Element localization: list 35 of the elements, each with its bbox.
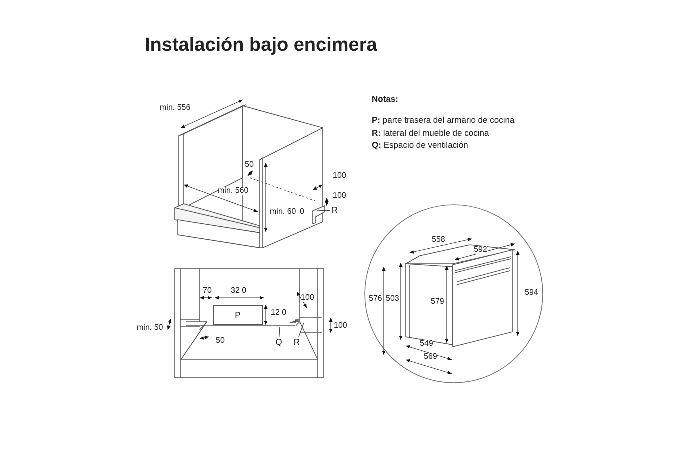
dimension-label: 12 0 [271,309,287,317]
note-text: R: lateral del mueble de cocina [372,129,490,138]
part-letter: R [292,337,302,348]
note-text: P: parte trasera del armario de cocina [372,116,515,124]
dimension-label: min. 556 [160,104,191,112]
dimension-label: 100 [333,172,346,180]
panel-outline [213,305,263,325]
dimension-label: 70 [203,287,212,295]
title: Instalación bajo encimera [145,36,378,57]
dimension-label: 503 [386,295,400,303]
dimension-label: 592 [474,246,488,254]
dimension-label: min. 50 [137,324,164,332]
dimension-label: 32 0 [231,287,247,295]
dimension-label: 100 [333,192,346,200]
leader-line [298,322,304,338]
dimension-label: 100 [334,322,348,330]
dimension-label: 576 [369,295,382,303]
leader-line [316,210,330,212]
part-letter: R [330,205,340,216]
dimension-label: 579 [431,298,444,306]
part-letter: P [235,310,241,320]
dimension-label: 594 [525,289,538,297]
dimension-label: 50 [216,337,225,345]
note-text: Q: Espacio de ventilación [372,141,468,150]
dimension-label: 558 [432,236,446,244]
dimension-label: 0 [300,208,304,216]
dimension-label: 50 [245,161,254,169]
dimension-label: min. 60 [270,208,296,216]
dimension-label: 100 [301,294,314,302]
notes-heading: Notas: [372,95,398,104]
dimension-label: min. 560 [218,187,249,195]
dimension-label: 569 [424,353,438,361]
part-letter: Q [274,337,284,348]
leader-line [279,326,280,338]
dimension-label: 549 [420,340,434,348]
